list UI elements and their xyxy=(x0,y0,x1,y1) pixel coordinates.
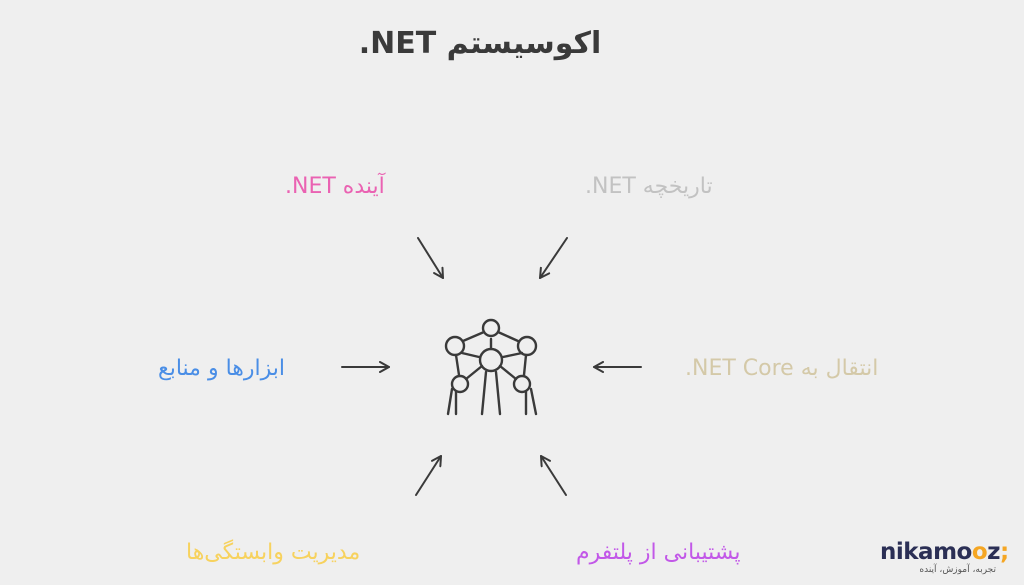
node-platform: پشتیبانی از پلتفرم xyxy=(576,540,741,565)
logo-wordmark: nikamooz; xyxy=(880,539,1009,565)
diagram-title: اکوسیستم NET. xyxy=(358,26,602,61)
arrow-dependencies xyxy=(415,455,442,496)
arrow-platform xyxy=(540,455,567,496)
logo-tagline: تجربه، آموزش، آینده xyxy=(919,565,996,575)
node-history: تاریخچه NET. xyxy=(585,174,713,199)
node-future: آینده NET. xyxy=(285,174,385,199)
network-hub-icon xyxy=(444,318,538,416)
arrow-future xyxy=(417,237,444,279)
nikamooz-logo: nikamooz; تجربه، آموزش، آینده xyxy=(880,540,1009,576)
node-migration: انتقال به NET Core. xyxy=(685,356,879,381)
arrow-history xyxy=(539,237,568,279)
node-dependencies: مدیریت وابستگی‌ها xyxy=(186,540,361,565)
node-tools: ابزارها و منابع xyxy=(158,356,285,381)
